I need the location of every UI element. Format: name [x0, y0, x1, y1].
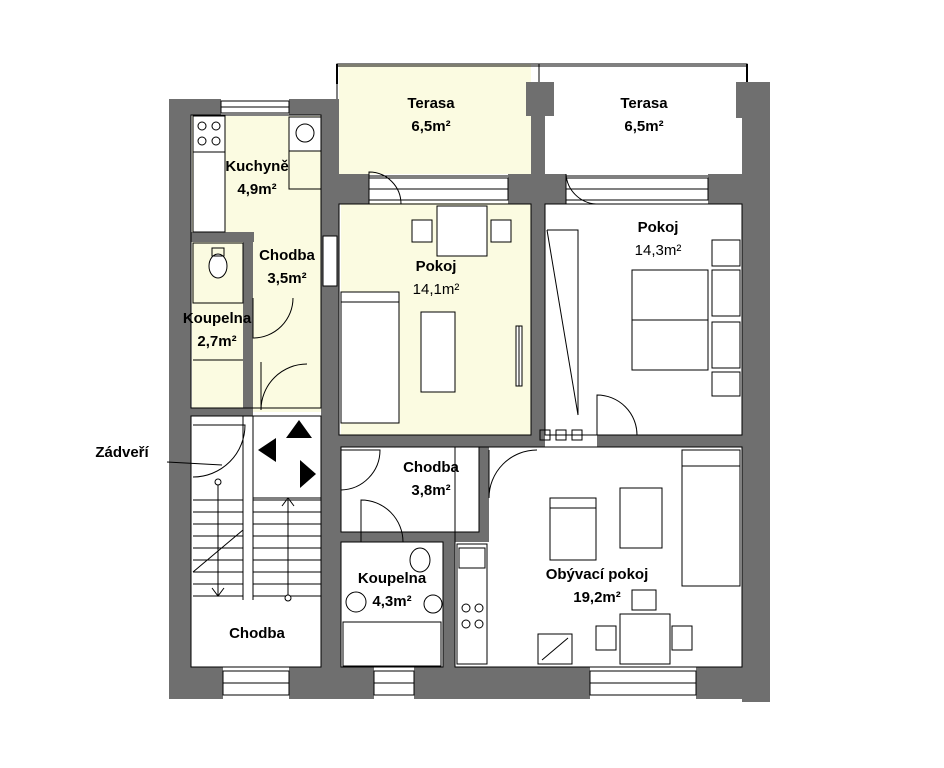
bathroom-main-name: Koupelna: [358, 570, 427, 587]
stairs: [192, 416, 321, 602]
terrace-right-area: 6,5m²: [624, 118, 663, 135]
bathroom-left-name: Koupelna: [183, 310, 252, 327]
hall-small-area: 3,5m²: [267, 270, 306, 287]
hall-middle-area: 3,8m²: [411, 482, 450, 499]
kitchen-name: Kuchyně: [225, 158, 288, 175]
room-right-name: Pokoj: [638, 219, 679, 236]
living-room-name: Obývací pokoj: [546, 566, 649, 583]
doors: [192, 171, 638, 543]
vestibule-label: Zádveří: [95, 444, 149, 461]
bathroom-main-fixtures: [342, 547, 443, 667]
room-right-furniture: [539, 229, 741, 441]
living-room-furniture: [456, 449, 741, 665]
landing-arrows: [258, 420, 316, 488]
windows: [220, 100, 709, 696]
hall-small-name: Chodba: [259, 247, 315, 264]
walls: [169, 82, 770, 702]
kitchen-area: 4,9m²: [237, 181, 276, 198]
bathroom-left-fixtures: [192, 242, 244, 361]
room-left-name: Pokoj: [416, 258, 457, 275]
hall-middle-name: Chodba: [403, 459, 459, 476]
kitchen-furniture: [192, 115, 322, 233]
terrace-right-name: Terasa: [620, 95, 668, 112]
room-left-furniture: [340, 205, 523, 424]
bathroom-main-area: 4,3m²: [372, 593, 411, 610]
hall-bottom-name: Chodba: [229, 625, 285, 642]
room-left-area: 14,1m²: [413, 281, 460, 298]
terrace-left-name: Terasa: [407, 95, 455, 112]
terrace-left-area: 6,5m²: [411, 118, 450, 135]
vestibule-pointer: [166, 461, 223, 466]
living-room-area: 19,2m²: [573, 589, 621, 606]
room-right-area: 14,3m²: [635, 242, 682, 259]
bathroom-left-area: 2,7m²: [197, 333, 236, 350]
room-labels: Terasa 6,5m² Terasa 6,5m² Kuchyně 4,9m² …: [95, 95, 681, 642]
room-outlines: [190, 114, 743, 668]
